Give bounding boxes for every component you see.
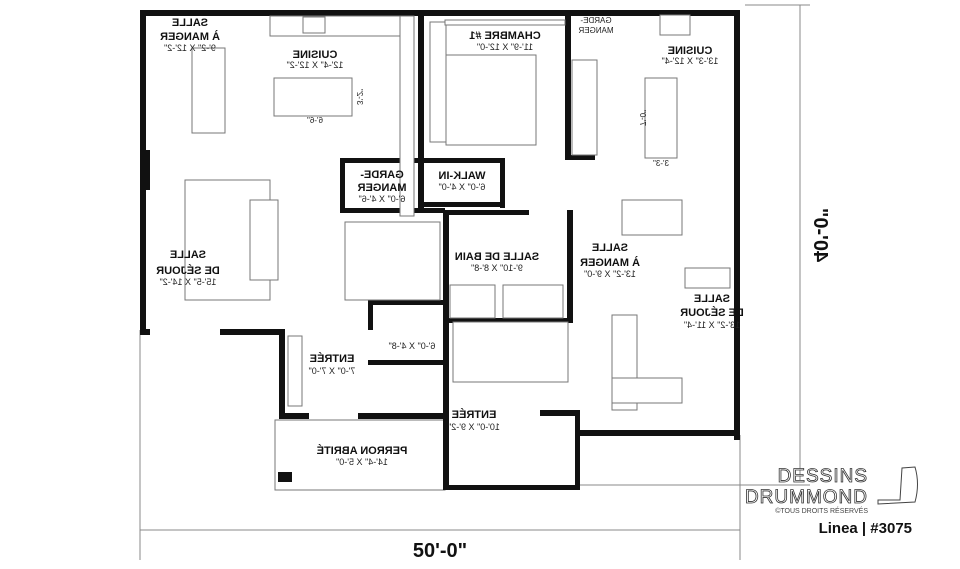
room-name: CUISINE bbox=[293, 49, 338, 61]
brand-line2: DRUMMOND bbox=[745, 487, 868, 508]
room-dims: 6'-0" X 4'-0" bbox=[439, 182, 486, 192]
room-pantry-small: GARDE- MANGER bbox=[578, 16, 613, 35]
room-name: MANGER bbox=[578, 26, 613, 35]
brand-rights: ©TOUS DROITS RÉSERVÉS bbox=[775, 506, 868, 515]
room-dims: 6'-0" X 4'-8" bbox=[389, 341, 436, 351]
room-dims: 13'-2" X 11'-4" bbox=[684, 320, 740, 330]
porch-light bbox=[278, 472, 292, 482]
svg-text:3'-2": 3'-2" bbox=[355, 89, 364, 105]
room-kitchen-right: CUISINE 13'-3" X 12'-4" 3'-3" bbox=[653, 45, 719, 168]
overall-depth-group: 40'-0" bbox=[809, 208, 831, 262]
room-walk-in: WALK-IN 6'-0" X 4'-0" bbox=[438, 170, 485, 192]
dining-table-left bbox=[191, 47, 226, 134]
room-living-right: SALLE DE SÉJOUR 13'-2" X 11'-4" bbox=[680, 293, 744, 330]
walls bbox=[140, 10, 740, 490]
room-porch: PERRON ABRITÉ 14'-4" X 5'-0" bbox=[317, 444, 408, 467]
room-entry-left: ENTRÉE 7'-0" X 7'-0" bbox=[309, 352, 356, 376]
room-powder: 6'-0" X 4'-8" bbox=[389, 341, 436, 351]
room-name: ENTRÉE bbox=[310, 352, 355, 365]
room-name: SALLE DE BAIN bbox=[455, 251, 539, 263]
kitchen-island-right bbox=[644, 77, 678, 159]
svg-text:7'-0": 7'-0" bbox=[638, 110, 647, 126]
overall-depth: 40'-0" bbox=[809, 208, 831, 262]
room-living-left: SALLE DE SÉJOUR 15'-5" X 14'-2" bbox=[156, 249, 220, 287]
overall-width: 50'-0" bbox=[413, 540, 467, 562]
island2-length: 7'-0" bbox=[638, 110, 647, 126]
island1-depth: 3'-2" bbox=[355, 89, 364, 105]
room-dims: 11'-9" X 12'-0" bbox=[477, 42, 533, 52]
room-name: À MANGER bbox=[160, 30, 220, 43]
room-name: WALK-IN bbox=[438, 170, 485, 182]
room-dining-right: SALLE À MANGER 13'-2" X 9'-0" bbox=[580, 242, 640, 279]
room-kitchen-left: CUISINE 12'-4" X 12'-2" 6'-6" bbox=[287, 49, 344, 125]
dimension-lines bbox=[139, 4, 810, 560]
furniture bbox=[184, 14, 731, 411]
room-name: PERRON ABRITÉ bbox=[317, 444, 408, 457]
island-width: 3'-3" bbox=[653, 159, 669, 168]
room-dims: 10'-0" X 9'-2" bbox=[448, 422, 500, 432]
room-dims: 12'-4" X 12'-2" bbox=[287, 60, 344, 70]
stairs-right bbox=[452, 321, 569, 383]
stairs-left bbox=[344, 221, 441, 301]
room-name: GARDE- bbox=[580, 16, 611, 25]
room-name: MANGER bbox=[358, 182, 407, 194]
room-entry-right: ENTRÉE 10'-0" X 9'-2" bbox=[448, 408, 500, 432]
room-dims: 6'-0" X 4'-6" bbox=[359, 194, 406, 204]
room-name: DE SÉJOUR bbox=[680, 306, 744, 319]
branding: DESSINS DRUMMOND ©TOUS DROITS RÉSERVÉS L… bbox=[745, 466, 918, 537]
room-name: ENTRÉE bbox=[452, 408, 497, 421]
bed bbox=[445, 54, 537, 146]
room-name: À MANGER bbox=[580, 256, 640, 269]
brand-logo-icon bbox=[877, 466, 918, 505]
room-name: SALLE bbox=[694, 293, 730, 305]
room-name: SALLE bbox=[170, 249, 206, 261]
room-dims: 13'-2" X 9'-0" bbox=[584, 269, 636, 279]
bathtub bbox=[502, 284, 564, 319]
room-bathroom: SALLE DE BAIN 9'-10" X 8'-8" bbox=[455, 251, 539, 273]
kitchen-island-left bbox=[273, 77, 353, 117]
room-name: SALLE bbox=[172, 17, 208, 29]
plan-label: Linea | #3075 bbox=[819, 520, 912, 537]
room-name: CUISINE bbox=[668, 45, 713, 57]
room-dining-left: SALLE À MANGER 9'-2" X 12'-2" bbox=[160, 17, 220, 53]
room-pantry: GARDE- MANGER 6'-0" X 4'-6" bbox=[358, 169, 407, 204]
room-name: CHAMBRE #1 bbox=[469, 30, 541, 42]
dining-table-right bbox=[621, 199, 683, 236]
room-dims: 9'-10" X 8'-8" bbox=[471, 263, 523, 273]
room-name: SALLE bbox=[592, 242, 628, 254]
porch bbox=[274, 419, 446, 491]
room-dims: 13'-3" X 12'-4" bbox=[662, 56, 719, 66]
room-dims: 7'-0" X 7'-0" bbox=[309, 366, 356, 376]
brand-line1: DESSINS bbox=[778, 466, 868, 487]
room-name: DE SÉJOUR bbox=[156, 264, 220, 277]
room-dims: 15'-5" X 14'-2" bbox=[160, 277, 217, 287]
room-name: GARDE- bbox=[360, 169, 404, 181]
room-labels: SALLE À MANGER 9'-2" X 12'-2" CUISINE 12… bbox=[156, 16, 744, 467]
room-dims: 9'-2" X 12'-2" bbox=[164, 43, 216, 53]
room-dims: 14'-4" X 5'-0" bbox=[336, 457, 388, 467]
room-bedroom-1: CHAMBRE #1 11'-9" X 12'-0" bbox=[469, 30, 541, 52]
island-width: 6'-6" bbox=[307, 116, 323, 125]
